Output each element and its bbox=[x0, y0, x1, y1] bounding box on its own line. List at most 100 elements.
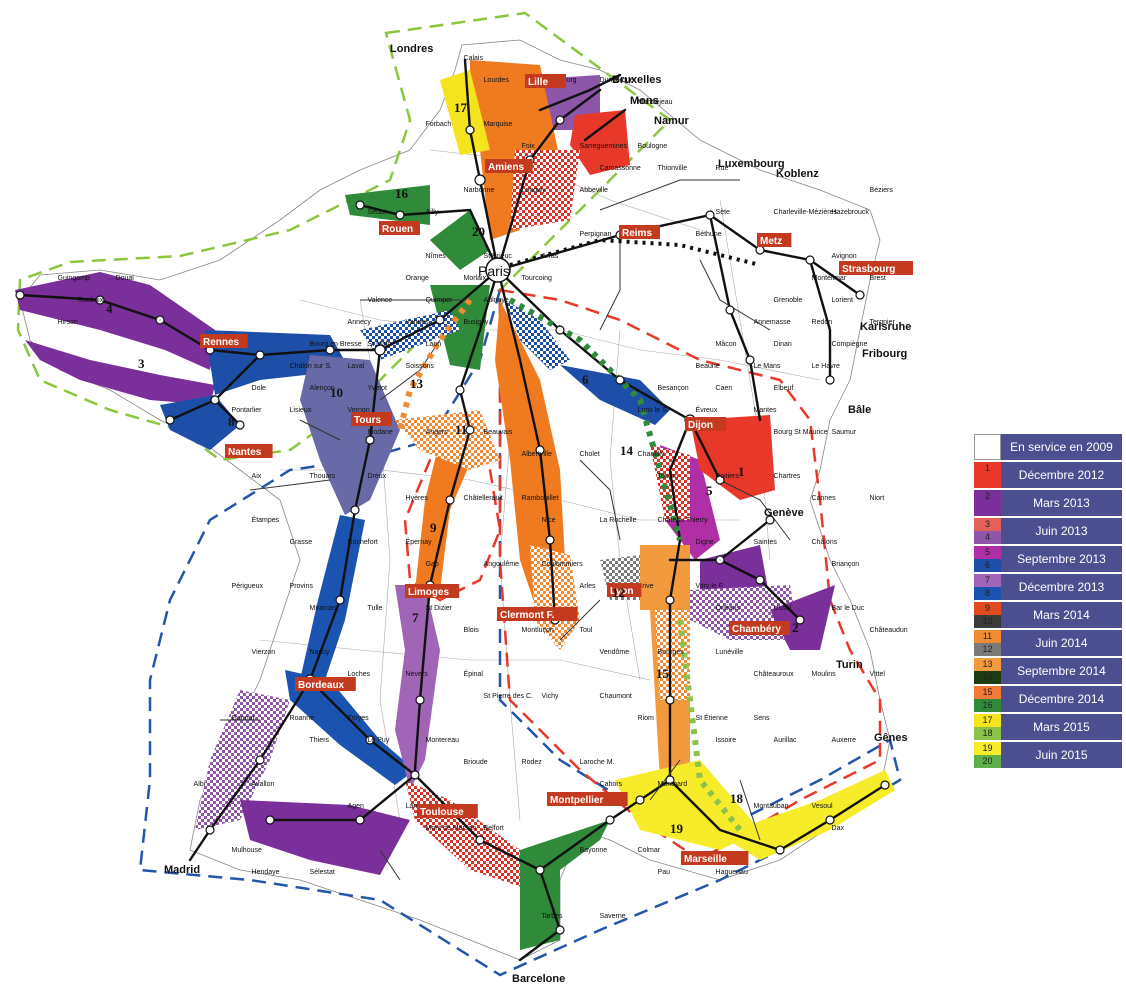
hub-plate bbox=[225, 444, 273, 458]
external-destination-label: Mons bbox=[630, 95, 659, 107]
city-label: Auxerre bbox=[832, 737, 857, 744]
legend-code: 16 bbox=[974, 699, 1001, 712]
city-label: Étampes bbox=[252, 515, 280, 524]
city-label: St Dizier bbox=[426, 605, 453, 612]
city-label: Mont de Marsan bbox=[426, 825, 477, 832]
city-label: Bourges bbox=[658, 649, 685, 656]
city-label: Forbach bbox=[426, 121, 452, 128]
city-label: Tarbes bbox=[542, 913, 564, 920]
city-label: Alençon bbox=[310, 385, 335, 392]
city-label: Boulogne bbox=[638, 143, 668, 150]
line-number-label: 6 bbox=[582, 372, 589, 387]
corridor-poitiers-bordeaux bbox=[300, 515, 365, 680]
city-label: Moulins bbox=[812, 671, 837, 678]
city-label: Douai bbox=[116, 275, 135, 282]
city-label: Rodez bbox=[522, 759, 543, 766]
external-destination-label: Fribourg bbox=[862, 348, 907, 360]
city-label: Annecy bbox=[348, 319, 372, 326]
city-label: Brive bbox=[638, 583, 654, 590]
hub-plate bbox=[681, 851, 749, 865]
city-label: Caen bbox=[716, 385, 733, 392]
external-destination-label: Karlsruhe bbox=[860, 321, 911, 333]
city-label: Châteauroux bbox=[754, 671, 795, 678]
legend-label: Mars 2015 bbox=[1001, 714, 1122, 740]
city-label: Brest bbox=[870, 275, 886, 282]
external-destination-label: Koblenz bbox=[776, 168, 819, 180]
city-label: Sedan bbox=[368, 209, 388, 216]
city-label: Colmar bbox=[638, 847, 661, 854]
hub-plate bbox=[547, 792, 628, 806]
corridor-brittany-south bbox=[25, 340, 215, 405]
city-label: Dinan bbox=[774, 341, 792, 348]
city-label: Sens bbox=[754, 715, 770, 722]
line-number-label: 7 bbox=[412, 610, 419, 625]
city-label: Tulle bbox=[368, 605, 383, 612]
city-label: Périgueux bbox=[232, 583, 264, 590]
legend-code: 19 bbox=[974, 742, 1001, 755]
city-label: Foix bbox=[522, 143, 536, 150]
city-label: Dreux bbox=[368, 473, 387, 480]
paris-node bbox=[485, 257, 511, 283]
legend-row: En service en 2009 bbox=[974, 434, 1122, 460]
city-label: Briançon bbox=[832, 561, 860, 568]
city-label: Beaune bbox=[696, 363, 720, 370]
legend-code: 3 bbox=[974, 518, 1001, 531]
city-label: Yvetot bbox=[368, 385, 388, 392]
legend-label: Juin 2013 bbox=[1001, 518, 1122, 544]
city-label: Loches bbox=[348, 671, 371, 678]
hub-plate bbox=[607, 583, 642, 597]
legend-label: Décembre 2013 bbox=[1001, 574, 1122, 600]
city-label: Arles bbox=[580, 583, 596, 590]
city-label: Gap bbox=[426, 561, 439, 568]
hub-plate bbox=[525, 74, 566, 88]
city-label: Roubaix bbox=[78, 297, 104, 304]
legend-label: Septembre 2013 bbox=[1001, 546, 1122, 572]
city-label: Angers bbox=[426, 429, 449, 436]
city-label: Hirson bbox=[58, 319, 78, 326]
external-destination-label: Namur bbox=[654, 115, 690, 127]
city-labels: CalaisDunkerqueMarquiseBoulogneRueAbbevi… bbox=[58, 55, 908, 920]
corridor-east bbox=[690, 415, 775, 500]
city-label: Vierzon bbox=[252, 649, 276, 656]
hub-plate bbox=[729, 621, 790, 635]
city-label: Albi bbox=[194, 781, 206, 788]
city-label: Chalon sur S. bbox=[290, 363, 332, 370]
city-label: Quimper bbox=[426, 297, 454, 304]
legend-label: Décembre 2012 bbox=[1001, 462, 1122, 488]
legend-code: 1 bbox=[974, 462, 1001, 488]
city-label: Vesoul bbox=[812, 803, 833, 810]
city-label: Saverne bbox=[600, 913, 626, 920]
city-label: Bayonne bbox=[580, 847, 608, 854]
city-label: Tourcoing bbox=[522, 275, 552, 282]
line-number-label: 14 bbox=[620, 443, 634, 458]
city-label: Vichy bbox=[542, 693, 559, 700]
city-label: Montauban bbox=[754, 803, 789, 810]
city-label: Thiers bbox=[310, 737, 330, 744]
city-label: Cahors bbox=[600, 781, 623, 788]
city-label: Lunéville bbox=[716, 649, 744, 656]
corridor-dijon-alsace bbox=[560, 365, 670, 425]
city-label: Morlaix bbox=[464, 275, 487, 282]
hub-label: Clermont F. bbox=[500, 610, 555, 621]
city-label: Château Thierry bbox=[658, 517, 709, 524]
city-label: Riom bbox=[638, 715, 655, 722]
city-label: Chaumont bbox=[600, 693, 632, 700]
hub-plate bbox=[417, 804, 478, 818]
hub-label: Strasbourg bbox=[842, 264, 895, 275]
city-label: Châtellerault bbox=[464, 495, 503, 502]
legend-label: Mars 2014 bbox=[1001, 602, 1122, 628]
city-label: Hyères bbox=[406, 495, 429, 502]
city-label: Perpignan bbox=[580, 231, 612, 238]
line-13-dotted bbox=[397, 298, 473, 431]
city-label: Lons le S. bbox=[638, 407, 669, 414]
corridor-clermont-south bbox=[530, 545, 580, 650]
city-label: Agen bbox=[348, 803, 364, 810]
